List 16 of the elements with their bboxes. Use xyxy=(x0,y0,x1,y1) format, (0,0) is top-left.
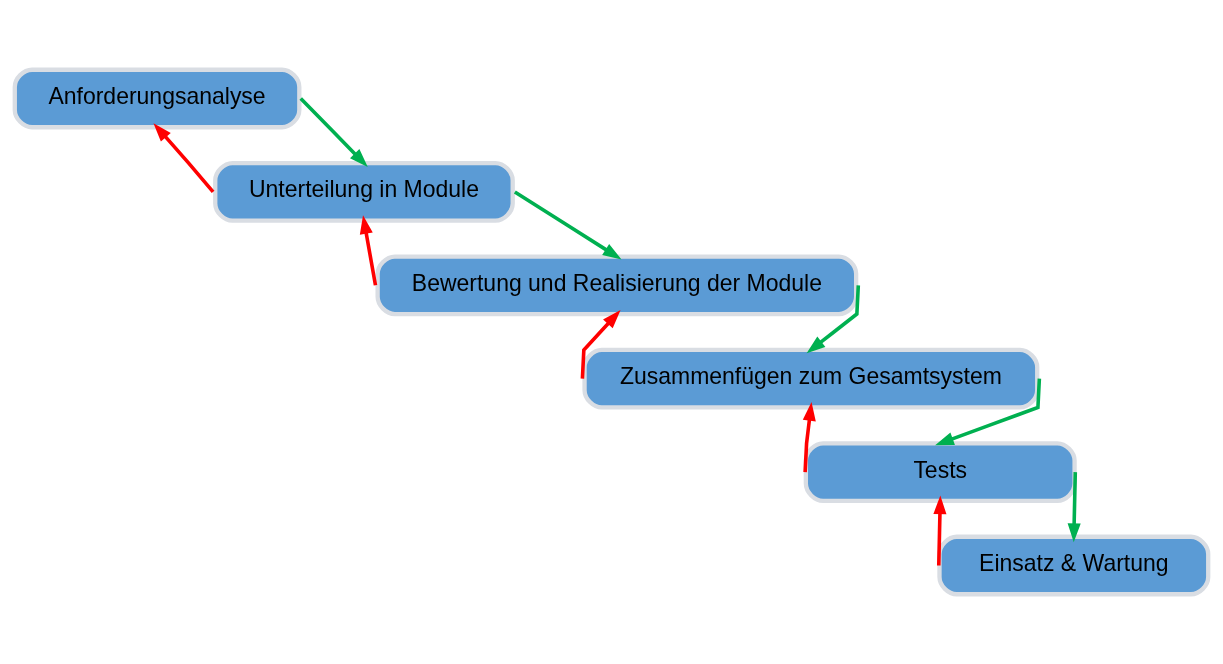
arrow xyxy=(806,285,861,354)
node-box: Tests xyxy=(803,441,1077,503)
arrow xyxy=(299,97,368,168)
node-box: Bewertung und Realisierung der Module xyxy=(375,254,859,317)
arrow xyxy=(513,190,622,260)
arrow xyxy=(580,310,621,379)
arrow xyxy=(802,402,816,473)
arrow xyxy=(933,495,947,566)
node-box: Einsatz & Wartung xyxy=(937,534,1211,597)
arrow xyxy=(1067,472,1081,543)
arrow xyxy=(359,215,378,286)
arrow xyxy=(153,123,215,194)
node-box: Zusammenfügen zum Gesamtsystem xyxy=(582,347,1040,410)
arrow xyxy=(935,378,1042,446)
node-box: Unterteilung in Module xyxy=(213,161,515,223)
node-box: Anforderungsanalyse xyxy=(12,67,302,130)
